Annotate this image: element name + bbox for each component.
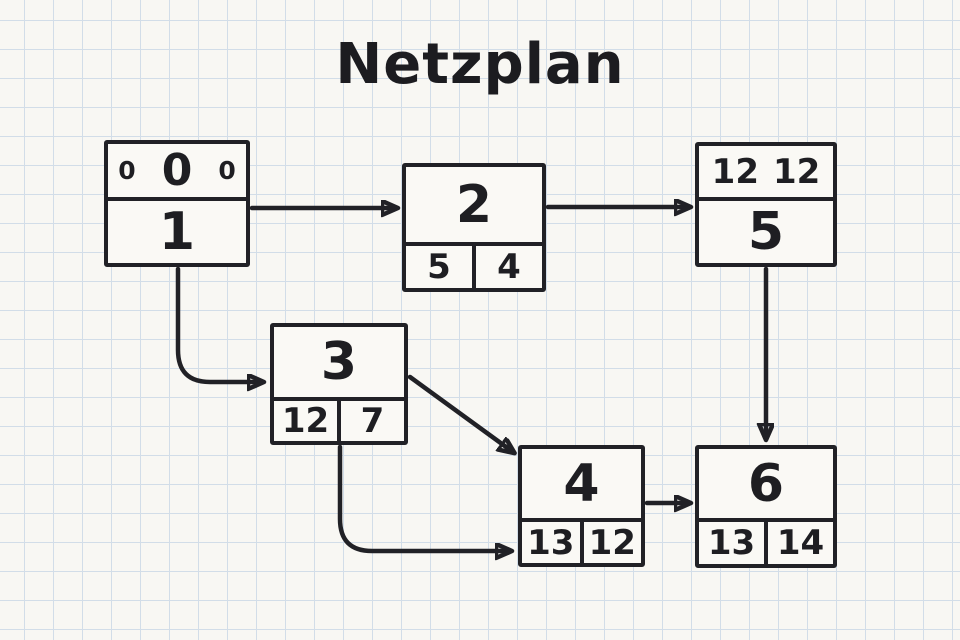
node-2-label-row: 2 [406,167,542,242]
node-6-cell-left: 13 [707,523,756,563]
node-5-label-row: 5 [699,197,833,263]
edge-3-4-diagonal [407,374,513,452]
node-4-cell-right: 12 [579,522,642,563]
node-6-label-row: 6 [699,449,833,518]
node-1-top-values: 0 0 0 [108,144,246,197]
node-5-label: 5 [747,202,785,262]
node-4-cell-left: 13 [527,522,575,563]
node-6-cells: 13 14 [699,518,833,564]
node-3-label: 3 [320,332,358,392]
node-4-label-row: 4 [522,449,641,518]
node-2-label: 2 [455,174,493,235]
node-5: 12 12 5 [695,142,837,267]
node-2-cell-right: 4 [472,246,542,288]
node-5-value-left: 12 [711,151,759,192]
node-1-value-left: 0 [118,156,136,185]
node-3-cell-right: 7 [337,401,404,441]
node-2-cells: 5 4 [406,242,542,288]
node-6: 6 13 14 [695,445,837,568]
edge-1-3 [175,266,262,382]
node-1-label: 1 [158,202,196,262]
node-3-cell-left: 12 [281,401,330,441]
node-3: 3 12 7 [270,323,408,445]
node-4: 4 13 12 [518,445,645,567]
node-2-cell-left: 5 [427,247,451,287]
node-1-label-row: 1 [108,197,246,263]
node-6-label: 6 [747,453,785,514]
node-1-value-right: 0 [218,156,236,185]
node-5-top-values: 12 12 [699,146,833,197]
page-title: Netzplan [335,32,625,97]
node-5-value-right: 12 [773,151,821,192]
node-1-value-center: 0 [161,144,193,196]
node-3-label-row: 3 [274,327,404,397]
node-3-cells: 12 7 [274,397,404,441]
node-4-label: 4 [563,453,600,514]
node-1: 0 0 0 1 [104,140,250,267]
node-6-cell-right: 14 [764,522,833,564]
node-2: 2 5 4 [402,163,546,292]
node-4-cells: 13 12 [522,518,641,563]
edge-3-4-bottom [337,444,510,551]
